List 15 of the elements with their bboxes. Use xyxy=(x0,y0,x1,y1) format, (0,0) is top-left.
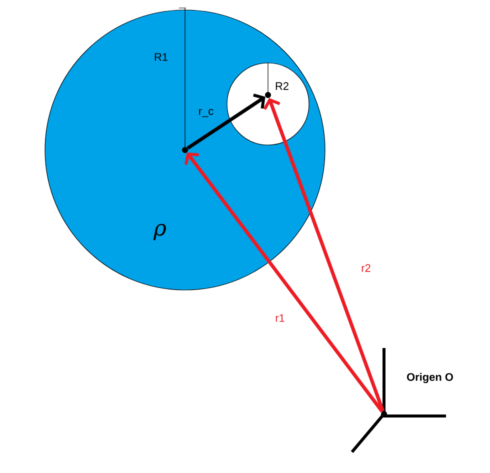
edge-label: r1 xyxy=(276,314,284,322)
point xyxy=(182,147,188,153)
symbol-label: ρ xyxy=(153,224,166,240)
hole-circle xyxy=(226,62,310,146)
axis-label: Origen O xyxy=(407,372,453,384)
arrow xyxy=(184,152,384,412)
arrow xyxy=(186,94,266,150)
point xyxy=(265,92,271,98)
point xyxy=(381,411,387,417)
radius-label: R2 xyxy=(276,82,288,90)
arrow xyxy=(263,98,385,412)
radius-label: R1 xyxy=(154,53,168,61)
edge-label: r_c xyxy=(199,108,214,118)
edge-label: r2 xyxy=(362,264,370,272)
disc xyxy=(44,10,326,290)
